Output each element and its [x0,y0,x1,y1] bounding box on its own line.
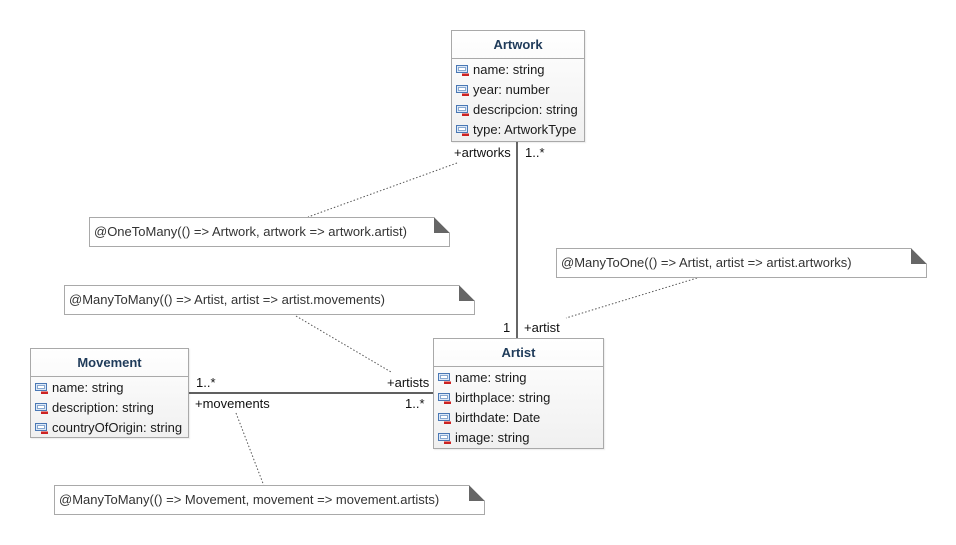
anchor-one-to-many-note [307,162,458,218]
multiplicity-artist: 1 [503,320,511,335]
attribute-icon [438,412,451,424]
multiplicity-artists: 1..* [405,396,425,411]
attribute-label: name: string [455,370,527,385]
attribute-row[interactable]: name: string [438,368,603,388]
attribute-icon [438,432,451,444]
attribute-list: name: string year: number descripcion: s… [452,59,584,140]
attribute-row[interactable]: description: string [35,398,188,418]
note-text: @ManyToMany(() => Artist, artist => arti… [69,292,385,307]
attribute-row[interactable]: birthplace: string [438,388,603,408]
attribute-row[interactable]: countryOfOrigin: string [35,418,188,438]
attribute-label: description: string [52,400,154,415]
note-fold-icon [434,217,450,233]
attribute-row[interactable]: name: string [456,60,584,80]
attribute-icon [438,372,451,384]
attribute-icon [456,84,469,96]
multiplicity-artworks: 1..* [525,145,545,160]
attribute-icon [35,382,48,394]
attribute-row[interactable]: image: string [438,428,603,448]
attribute-icon [456,124,469,136]
attribute-list: name: string birthplace: string birthdat… [434,367,603,448]
note-one-to-many[interactable]: @OneToMany(() => Artwork, artwork => art… [89,217,450,247]
attribute-label: birthdate: Date [455,410,541,425]
attribute-label: birthplace: string [455,390,551,405]
anchor-many-to-many-artist-note [295,315,392,373]
note-many-to-one[interactable]: @ManyToOne(() => Artist, artist => artis… [556,248,927,278]
note-many-to-many-artist[interactable]: @ManyToMany(() => Artist, artist => arti… [64,285,475,315]
class-name: Artist [434,339,603,367]
attribute-icon [35,402,48,414]
class-artist[interactable]: Artist name: string birthplace: string b… [433,338,604,449]
attribute-icon [456,104,469,116]
note-fold-icon [459,285,475,301]
anchor-many-to-many-movement-note [235,412,265,487]
note-text: @ManyToOne(() => Artist, artist => artis… [561,255,852,270]
attribute-icon [456,64,469,76]
note-text: @OneToMany(() => Artwork, artwork => art… [94,224,408,239]
anchor-many-to-one-note [565,277,698,319]
attribute-icon [35,422,48,434]
attribute-label: image: string [455,430,530,445]
class-movement[interactable]: Movement name: string description: strin… [30,348,189,438]
note-fold-icon [469,485,485,501]
attribute-label: name: string [473,62,545,77]
role-label-artists: +artists [387,375,430,390]
attribute-row[interactable]: birthdate: Date [438,408,603,428]
note-many-to-many-movement[interactable]: @ManyToMany(() => Movement, movement => … [54,485,485,515]
attribute-label: type: ArtworkType [473,122,577,137]
attribute-row[interactable]: descripcion: string [456,100,584,120]
class-artwork[interactable]: Artwork name: string year: number descri… [451,30,585,142]
attribute-label: name: string [52,380,124,395]
class-name: Artwork [452,31,584,59]
attribute-row[interactable]: name: string [35,378,188,398]
class-name: Movement [31,349,188,377]
attribute-label: countryOfOrigin: string [52,420,183,435]
attribute-label: descripcion: string [473,102,578,117]
attribute-list: name: string description: string country… [31,377,188,438]
role-label-artist: +artist [524,320,560,335]
attribute-row[interactable]: type: ArtworkType [456,120,584,140]
role-label-artworks: +artworks [454,145,511,160]
note-text: @ManyToMany(() => Movement, movement => … [59,492,440,507]
note-fold-icon [911,248,927,264]
attribute-row[interactable]: year: number [456,80,584,100]
role-label-movements: +movements [195,396,270,411]
attribute-icon [438,392,451,404]
multiplicity-movements: 1..* [196,375,216,390]
attribute-label: year: number [473,82,550,97]
